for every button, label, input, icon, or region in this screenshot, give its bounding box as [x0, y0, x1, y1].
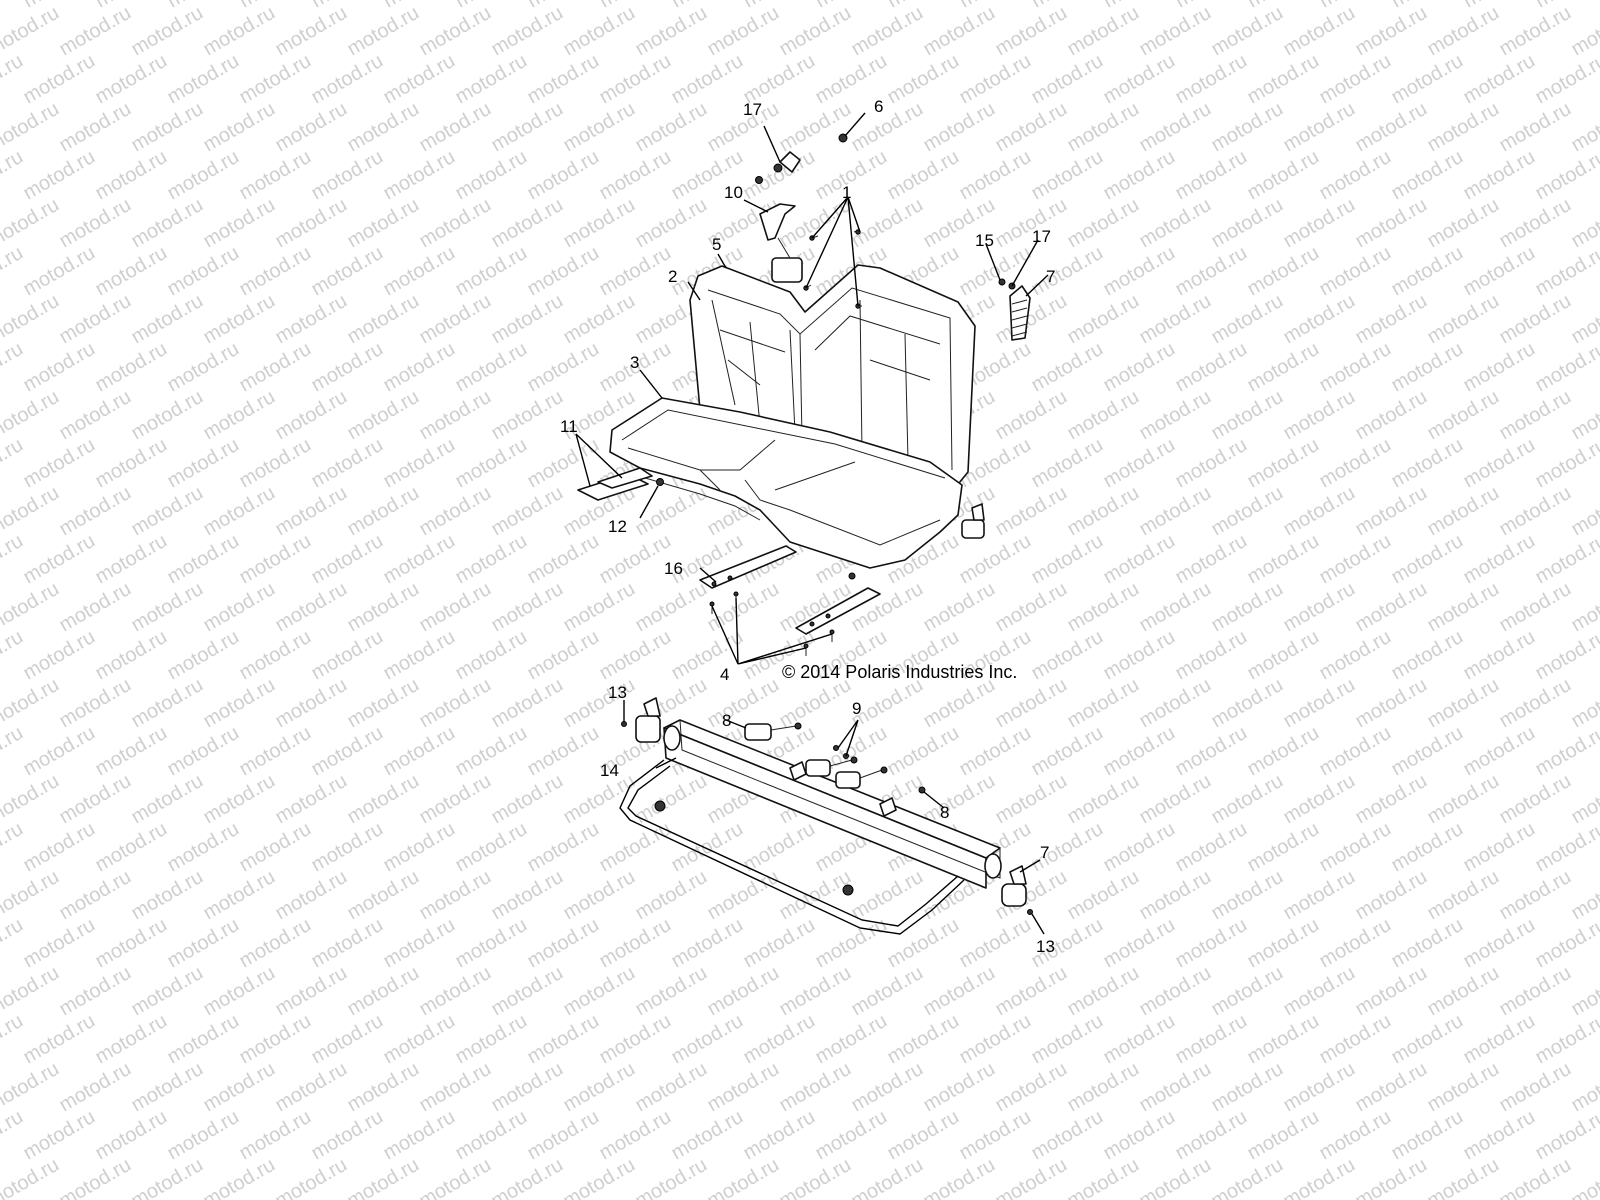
callout-15: 15	[975, 231, 994, 250]
anchor-bracket	[773, 133, 848, 173]
pad-11	[577, 467, 664, 501]
callout-4: 4	[720, 665, 729, 684]
callout-17-top: 17	[743, 100, 762, 119]
callout-17-right: 17	[1032, 227, 1051, 246]
callout-13-right: 13	[1036, 937, 1055, 956]
callout-12: 12	[608, 517, 627, 536]
callout-5: 5	[712, 235, 721, 254]
callout-10: 10	[724, 183, 743, 202]
seat-backrest	[689, 264, 976, 489]
seat-cushion	[609, 397, 963, 569]
belt-spring-upper	[998, 278, 1031, 341]
callout-11: 11	[560, 417, 578, 436]
callout-2: 2	[668, 267, 677, 286]
callout-1: 1	[842, 183, 851, 202]
callout-8-right: 8	[940, 803, 949, 822]
washer-set-9	[833, 745, 926, 794]
callout-6: 6	[874, 97, 883, 116]
callout-14: 14	[600, 761, 619, 780]
mount-bracket-lower	[795, 572, 881, 635]
seat-frame-loop	[619, 759, 965, 935]
seat-belt-latch-1	[744, 722, 802, 741]
seat-buckle-right	[961, 503, 985, 539]
mount-bracket-upper	[699, 545, 797, 589]
callout-labels: 17 6 10 1 5 2 3 15 17 7 11 12 16 4 13 8 …	[560, 97, 1055, 956]
callout-9: 9	[852, 699, 861, 718]
seat-belt-latch-2	[805, 756, 858, 777]
callout-3: 3	[630, 353, 639, 372]
seat-buckle-lower-right	[1001, 865, 1033, 915]
seat-buckle-left	[621, 697, 661, 743]
leader-lines	[575, 112, 1049, 935]
callout-7-lower: 7	[1040, 843, 1049, 862]
seat-frame-rail	[663, 719, 1002, 889]
callout-13-left: 13	[608, 683, 627, 702]
copyright-notice: © 2014 Polaris Industries Inc.	[782, 662, 1018, 682]
callout-7-upper: 7	[1046, 267, 1055, 286]
callout-8-left: 8	[722, 711, 731, 730]
callout-16: 16	[664, 559, 683, 578]
seat-belt-latch-3	[835, 766, 888, 789]
seat-belt-retractor	[755, 176, 803, 283]
